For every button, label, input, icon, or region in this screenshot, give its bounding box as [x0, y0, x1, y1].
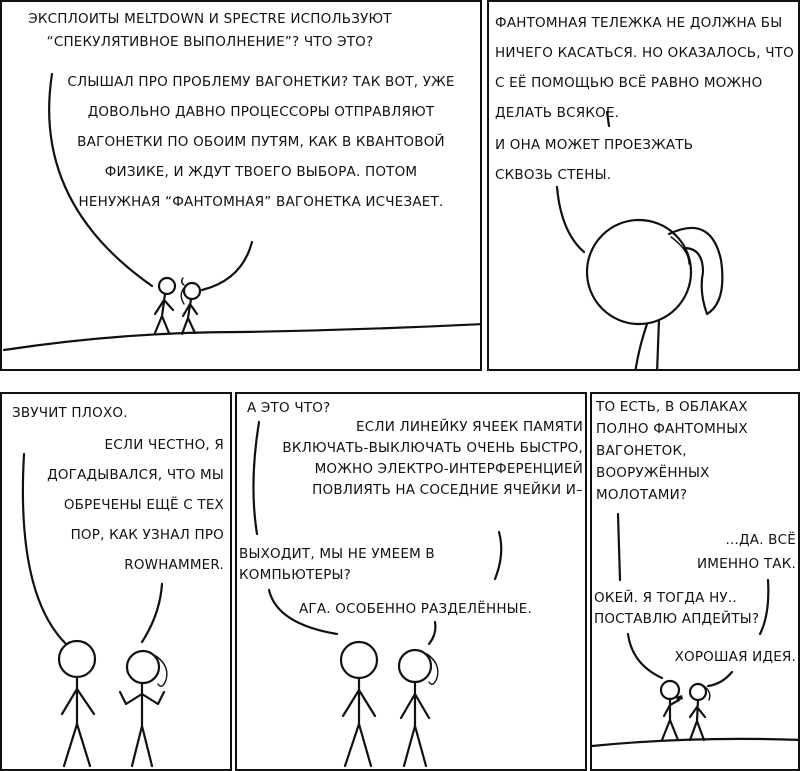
- ground-line: [592, 737, 798, 748]
- speech-bubble-what-is-this: А это что?: [247, 400, 331, 416]
- speech-tail-yes: [758, 578, 770, 636]
- panel-3-art: [21, 452, 168, 768]
- speech-bubble-shared: Ага. Особенно разделённые.: [299, 601, 532, 617]
- stick-figure-man: [339, 640, 379, 768]
- panel-5: То есть, в облаках полно фантомных вагон…: [590, 392, 800, 771]
- speech-bubble-sounds-bad: Звучит плохо.: [12, 405, 128, 421]
- panel-5-art: [592, 512, 798, 748]
- ground-line: [2, 323, 480, 352]
- panel-2: Фантомная тележка не должна бы ничего ка…: [487, 0, 800, 371]
- speech-tail-right: [140, 582, 164, 644]
- stick-figure-woman: [180, 277, 202, 336]
- woman-head-closeup: [585, 218, 724, 369]
- speech-tail-right: [200, 240, 254, 292]
- speech-bubble-computers: Выходит, мы не умеем в компьютеры?: [239, 546, 435, 583]
- speech-tail-shared: [427, 620, 437, 646]
- narration-box: Эксплоиты Meltdown и Spectre используют …: [28, 11, 392, 50]
- speech-tail-left: [21, 452, 68, 646]
- speech-bubble-good-idea: Хорошая идея.: [674, 649, 796, 665]
- speech-bubble-memory-cells: Если линейку ячеек памяти включать-выклю…: [282, 419, 583, 498]
- speech-tail-explain: [493, 530, 503, 581]
- speech-tail-good-idea: [706, 670, 734, 688]
- speech-bubble-rowhammer: Если честно, я догадывался, что мы обреч…: [47, 437, 224, 573]
- speech-bubble-yes-exactly: …Да. Всё именно так.: [696, 532, 796, 572]
- speech-bubble-explanation: Слышал про проблему вагонетки? Так вот, …: [67, 74, 455, 210]
- speech-tail-updates: [626, 632, 664, 680]
- panel-1-art: [2, 72, 480, 352]
- panel-3: Звучит плохо. Если честно, я догадывался…: [0, 392, 232, 771]
- panel-4-art: [252, 420, 503, 768]
- speech-tail-bottom: [555, 185, 586, 254]
- panel-1: Эксплоиты Meltdown и Spectre используют …: [0, 0, 482, 371]
- stick-figure-man: [659, 679, 683, 742]
- stick-figure-man: [57, 639, 97, 768]
- speech-bubble-install-updates: Окей. Я тогда ну.. поставлю апдейты?: [594, 590, 760, 627]
- stick-figure-man: [153, 276, 177, 335]
- speech-tail-computers: [267, 588, 339, 636]
- panel-2-art: [555, 110, 724, 369]
- stick-figure-woman: [688, 682, 711, 742]
- speech-bubble-walls: И она может проезжать сквозь стены.: [495, 137, 694, 183]
- speech-tail-cloud: [616, 512, 622, 582]
- speech-tail-top: [605, 110, 611, 128]
- stick-figure-woman: [397, 648, 439, 768]
- speech-tail-what: [252, 420, 261, 536]
- stick-figure-woman: [118, 649, 168, 768]
- panel-4: А это что? Если линейку ячеек памяти вкл…: [235, 392, 587, 771]
- speech-bubble-cloud-trolleys: То есть, в облаках полно фантомных вагон…: [596, 399, 748, 503]
- speech-bubble-phantom: Фантомная тележка не должна бы ничего ка…: [495, 15, 794, 121]
- speech-tail-left: [48, 72, 154, 288]
